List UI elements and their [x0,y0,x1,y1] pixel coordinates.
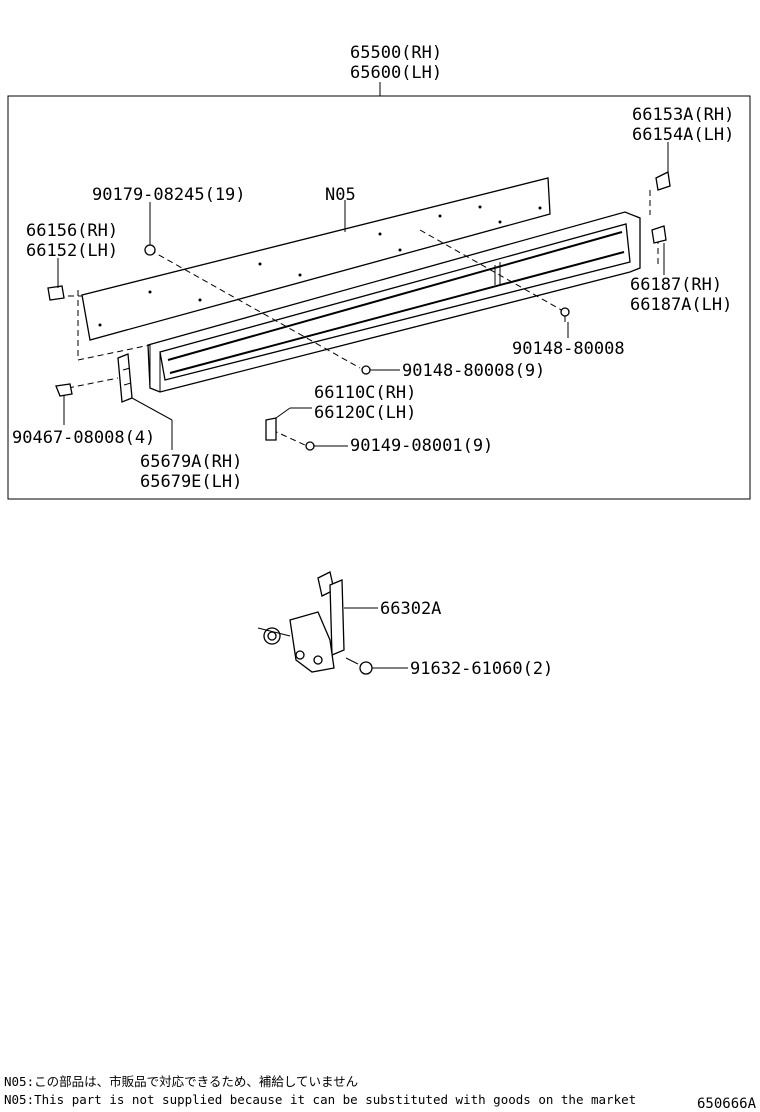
lock-label: 66302A [380,599,441,619]
bracket-left-part [47,285,65,301]
bracket-left-label-lh: 66152(LH) [26,241,118,261]
screw-right-label: 90148-80008 [512,339,625,359]
hinge-upper-label-lh: 66154A(LH) [632,125,734,145]
bolt-top-part [144,244,156,256]
clip-label-rh: 66110C(RH) [314,383,416,403]
note-ref-label: N05 [325,185,356,205]
dashed-guides [58,190,659,446]
lock-bolt-label: 91632-61060(2) [410,659,553,679]
bracket-right-label-rh: 66187(RH) [630,275,722,295]
footer-note-en: N05:This part is not supplied because it… [4,1092,636,1107]
screw-center-label: 90148-80008(9) [402,361,545,381]
panel-holes [98,205,542,327]
assembly-label-lh: 65600(LH) [350,63,442,83]
leader-lines [57,142,669,450]
bracket-left-label-rh: 66156(RH) [26,221,118,241]
clip-label-lh: 66120C(LH) [314,403,416,423]
screw-lower-part [305,441,315,451]
clip-part [265,417,277,441]
bracket-right-label-lh: 66187A(LH) [630,295,732,315]
assembly-label-rh: 65500(RH) [350,43,442,63]
screw-center-part [361,365,378,375]
figure-code: 650666A [697,1096,757,1112]
hinge-left-label-rh: 65679A(RH) [140,452,242,472]
screw-left-part [55,383,73,400]
screw-right-part [560,307,570,322]
bolt-top-label: 90179-08245(19) [92,185,246,205]
lock-bolt-part [345,657,373,675]
screw-lower-label: 90149-08001(9) [350,436,493,456]
lock-assembly-part [257,571,345,673]
hinge-left-label-lh: 65679E(LH) [140,472,242,492]
hinge-upper-label-rh: 66153A(RH) [632,105,734,125]
hinge-left-part [117,353,133,403]
bracket-right-part [651,225,667,244]
footer-note-jp: N05:この部品は、市販品で対応できるため、補給していません [4,1074,358,1089]
screw-left-label: 90467-08008(4) [12,428,155,448]
assembly-frame [7,95,751,500]
side-rail-frame [147,211,641,393]
hinge-upper-part [655,171,671,191]
